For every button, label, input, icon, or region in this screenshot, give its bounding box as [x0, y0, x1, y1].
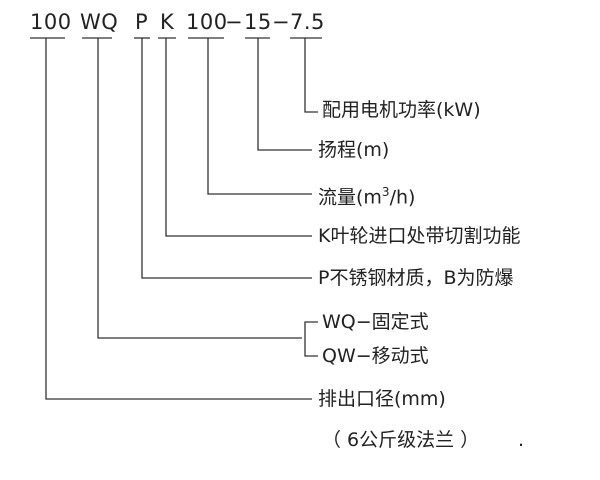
label-head: 扬程(m)	[318, 139, 390, 161]
line-p	[141, 38, 312, 279]
label-flange: （ 6公斤级法兰 ）	[322, 429, 480, 451]
code-dash-2: −	[272, 10, 291, 34]
code-p: P	[135, 10, 149, 34]
code-dash-1: −	[225, 10, 244, 34]
line-head	[257, 38, 312, 151]
code-k: K	[160, 10, 175, 34]
code-flow: 100	[186, 10, 228, 34]
code-power: 7.5	[290, 10, 325, 34]
label-dot: .	[518, 429, 525, 451]
code-head: 15	[244, 10, 272, 34]
label-power: 配用电机功率(kW)	[322, 99, 481, 121]
label-qw-desc: QW−移动式	[322, 345, 429, 367]
line-flow	[207, 38, 312, 195]
code-wq: WQ	[80, 10, 119, 34]
label-flow-post: /h)	[389, 186, 416, 209]
label-flow-pre: 流量(m	[318, 186, 382, 209]
label-wq-desc: WQ−固定式	[322, 311, 429, 333]
line-wq	[97, 38, 302, 339]
label-flow-sup: 3	[381, 185, 390, 199]
line-outlet	[45, 38, 312, 400]
label-k-desc: K叶轮进口处带切割功能	[318, 225, 521, 247]
bracket-wq-qw	[304, 321, 318, 357]
label-p-desc: P不锈钢材质，B为防爆	[318, 267, 514, 289]
line-k	[165, 38, 312, 237]
label-flow: 流量(m3/h)	[318, 180, 415, 209]
code-100: 100	[30, 10, 72, 34]
label-outlet: 排出口径(mm)	[318, 388, 446, 410]
line-power	[304, 38, 318, 113]
